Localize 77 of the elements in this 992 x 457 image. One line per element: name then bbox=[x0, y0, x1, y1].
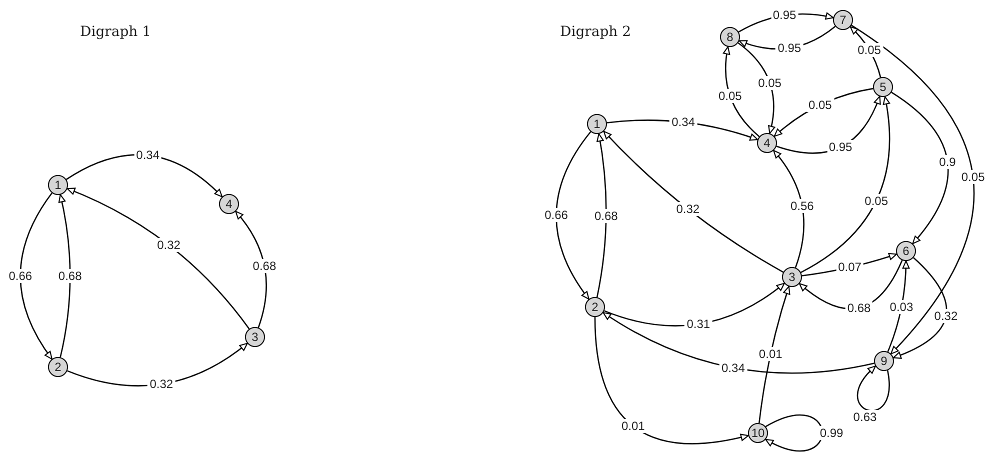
node-label: 1 bbox=[594, 117, 600, 131]
node-circle bbox=[720, 27, 740, 47]
node-circle bbox=[896, 241, 916, 261]
edge-label: 0.05 bbox=[756, 76, 784, 90]
edge-label: 0.31 bbox=[684, 317, 712, 332]
node-label: 10 bbox=[751, 426, 765, 440]
arrow bbox=[20, 192, 52, 360]
arrow bbox=[603, 130, 784, 273]
node-label: 2 bbox=[54, 360, 62, 374]
edge-label: 0.32 bbox=[148, 377, 176, 392]
arrow bbox=[800, 96, 890, 273]
arrow bbox=[851, 24, 974, 354]
arrow bbox=[556, 131, 592, 300]
graph-title: Digraph 1 bbox=[80, 24, 152, 40]
edge-label: 0.32 bbox=[155, 238, 182, 252]
node-circle bbox=[874, 351, 894, 371]
edge-label: 0.34 bbox=[134, 148, 162, 162]
node-label: 7 bbox=[840, 13, 846, 27]
node-label: 8 bbox=[726, 30, 734, 44]
node-circle bbox=[782, 267, 802, 287]
node-circle bbox=[873, 77, 893, 97]
edge-label: 0.32 bbox=[674, 202, 702, 216]
edge-label: 0.01 bbox=[756, 347, 784, 362]
edge-label: 0.56 bbox=[788, 198, 816, 213]
node-label: 2 bbox=[592, 300, 598, 314]
node-circle bbox=[48, 357, 68, 377]
arrow bbox=[602, 312, 874, 374]
node-label: 5 bbox=[880, 80, 886, 94]
node-circle bbox=[48, 175, 68, 195]
node-label: 3 bbox=[252, 330, 258, 344]
edge-label: 0.99 bbox=[818, 426, 846, 440]
arrow bbox=[758, 286, 790, 424]
edge-label: 0.95 bbox=[776, 40, 804, 55]
edge-label: 0.9 bbox=[937, 154, 958, 169]
edge-label: 0.03 bbox=[888, 300, 916, 314]
edge-label: 0.05 bbox=[716, 89, 744, 104]
arrow bbox=[594, 316, 749, 444]
edge-label: 0.05 bbox=[959, 170, 987, 184]
arrow bbox=[66, 188, 250, 330]
edge-label: 0.66 bbox=[542, 208, 570, 222]
edge-label: 0.32 bbox=[932, 309, 960, 324]
arrow bbox=[773, 150, 804, 268]
node-label: 4 bbox=[764, 136, 770, 150]
graph-title: Digraph 2 bbox=[560, 24, 632, 40]
edge-label: 0.95 bbox=[826, 140, 854, 154]
node-label: 3 bbox=[788, 270, 796, 284]
edge-label: 0.05 bbox=[856, 42, 883, 57]
node-circle bbox=[833, 10, 853, 30]
edge-label: 0.05 bbox=[862, 194, 890, 208]
arrow bbox=[891, 92, 949, 244]
arrow bbox=[235, 210, 267, 328]
node-circle bbox=[757, 133, 777, 153]
node-circle bbox=[219, 194, 239, 214]
edge-label: 0.68 bbox=[845, 300, 873, 315]
edge-label: 0.01 bbox=[619, 419, 647, 434]
arrow bbox=[596, 133, 607, 298]
edge-label: 0.66 bbox=[6, 269, 34, 283]
edge-label: 0.05 bbox=[806, 98, 834, 112]
edge-label: 0.63 bbox=[851, 410, 879, 424]
arrow bbox=[58, 194, 71, 358]
node-circle bbox=[585, 297, 605, 317]
edge-label: 0.68 bbox=[250, 259, 278, 274]
arrow bbox=[856, 366, 890, 412]
edge-label: 0.07 bbox=[836, 260, 864, 274]
edge-label: 0.68 bbox=[592, 208, 620, 223]
node-label: 6 bbox=[902, 244, 910, 258]
node-circle bbox=[587, 114, 607, 134]
node-label: 4 bbox=[226, 197, 232, 211]
edge-label: 0.34 bbox=[670, 115, 697, 130]
arrow bbox=[892, 257, 948, 359]
edge-label: 0.95 bbox=[770, 8, 798, 22]
node-label: 1 bbox=[54, 178, 62, 192]
edge-label: 0.68 bbox=[56, 269, 84, 283]
edge-label: 0.34 bbox=[720, 360, 747, 375]
node-circle bbox=[245, 327, 265, 347]
node-label: 9 bbox=[880, 354, 888, 368]
arrow bbox=[765, 414, 823, 452]
